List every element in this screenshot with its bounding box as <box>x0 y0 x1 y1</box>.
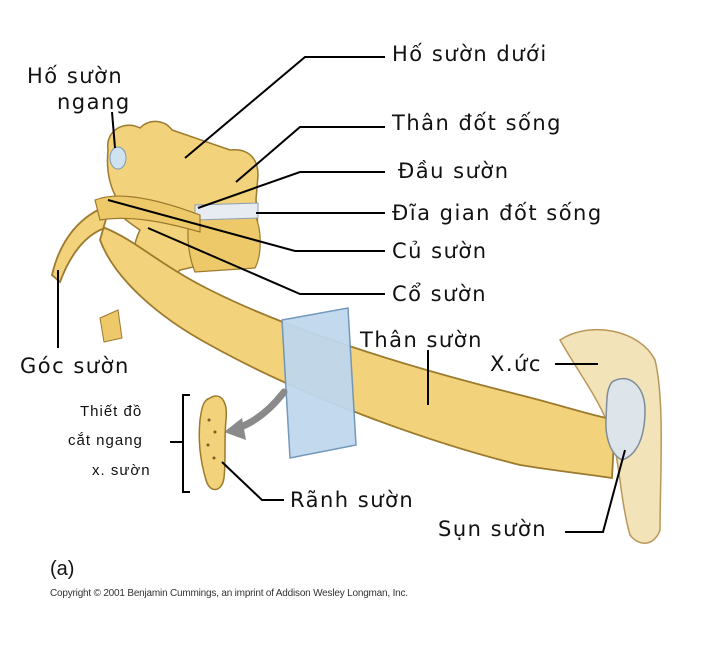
label-x-uc: X.ức <box>490 352 542 376</box>
leader-co-suon <box>147 227 385 295</box>
leader-ho-suon-duoi <box>184 56 385 159</box>
leader-thiet-do-bracket <box>170 394 190 493</box>
label-sun-suon: Sụn sườn <box>438 517 548 541</box>
leader-sun-suon <box>565 449 626 533</box>
label-than-suon: Thân sườn <box>360 328 483 352</box>
vertebral-body-lower <box>187 214 261 273</box>
label-than-dot-song: Thân đốt sống <box>392 111 563 135</box>
label-co-suon: Cổ sườn <box>392 282 488 306</box>
label-ho-suon-ngang-2: ngang <box>57 90 131 114</box>
label-ho-suon-ngang-1: Hố sườn <box>27 64 124 88</box>
section-arrow-head <box>224 418 246 440</box>
leader-than-dot-song <box>235 126 385 183</box>
label-ho-suon-duoi: Hố sườn dưới <box>392 42 548 66</box>
transverse-costal-facet <box>109 146 127 170</box>
leader-ho-suon-ngang <box>111 111 116 149</box>
bone-pore <box>212 456 216 460</box>
label-dia-gian-dot-song: Đĩa gian đốt sống <box>392 201 603 225</box>
bone-pore <box>207 418 211 422</box>
rib-neck-shape <box>94 195 201 233</box>
label-thiet-do-2: cắt ngang <box>68 432 143 449</box>
label-dau-suon: Đầu sườn <box>398 159 510 183</box>
label-ranh-suon: Rãnh sườn <box>290 488 415 512</box>
leader-ranh-suon <box>221 461 284 501</box>
label-thiet-do-1: Thiết đồ <box>80 403 143 420</box>
section-plane <box>281 307 357 459</box>
section-arrow <box>234 388 288 432</box>
label-cu-suon: Củ sườn <box>392 239 488 263</box>
process-shape <box>99 309 123 343</box>
leader-cu-suon <box>107 199 385 252</box>
label-thiet-do-3: x. sườn <box>92 462 151 479</box>
leader-lines <box>57 56 626 533</box>
label-goc-suon: Góc sườn <box>20 354 130 378</box>
panel-label: (a) <box>50 558 75 580</box>
leader-dau-suon <box>197 171 385 209</box>
bone-pore <box>206 443 210 447</box>
copyright-text: Copyright © 2001 Benjamin Cummings, an i… <box>50 588 408 599</box>
rib-cross-section <box>198 395 228 491</box>
bone-pore <box>213 430 217 434</box>
